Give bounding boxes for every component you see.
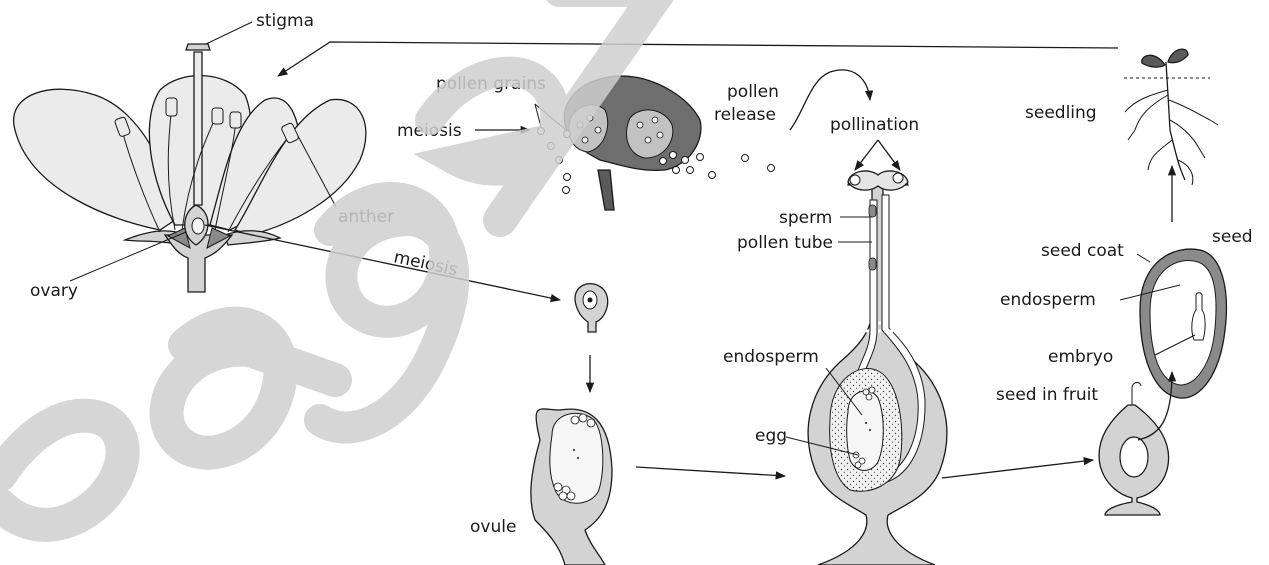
label-pollen-tube: pollen tube bbox=[737, 233, 833, 253]
ovary-ovule bbox=[192, 218, 204, 234]
petal-left bbox=[14, 89, 175, 230]
fruit-with-seed bbox=[1099, 382, 1169, 515]
label-pollination: pollination bbox=[830, 115, 919, 135]
mature-ovule bbox=[531, 409, 612, 565]
style bbox=[194, 52, 202, 205]
label-sperm: sperm bbox=[779, 208, 832, 228]
label-ovule: ovule bbox=[470, 517, 516, 537]
label-seed: seed bbox=[1212, 227, 1253, 247]
label-ovary: ovary bbox=[30, 281, 78, 301]
label-stigma: stigma bbox=[256, 11, 314, 31]
anther-stalk bbox=[598, 170, 614, 210]
arrow-seedling-to-flower bbox=[278, 42, 1118, 76]
label-endosperm-center: endosperm bbox=[723, 347, 819, 367]
flower-illustration bbox=[14, 44, 366, 292]
label-pollen-release-2: release bbox=[714, 105, 776, 125]
label-pollen-release-1: pollen bbox=[727, 82, 779, 102]
label-egg: egg bbox=[755, 426, 787, 446]
label-seed-in-fruit: seed in fruit bbox=[996, 385, 1098, 405]
seed-cross-section bbox=[1140, 249, 1226, 398]
pistil-section bbox=[808, 171, 947, 565]
seedling-illustration bbox=[1124, 49, 1218, 185]
sepal-right bbox=[225, 231, 280, 245]
label-seed-coat: seed coat bbox=[1041, 241, 1124, 261]
label-seedling: seedling bbox=[1025, 103, 1097, 123]
young-ovule bbox=[575, 284, 608, 332]
stigma-shape bbox=[186, 44, 210, 50]
label-endosperm-right: endosperm bbox=[1000, 290, 1096, 310]
label-embryo: embryo bbox=[1048, 347, 1113, 367]
